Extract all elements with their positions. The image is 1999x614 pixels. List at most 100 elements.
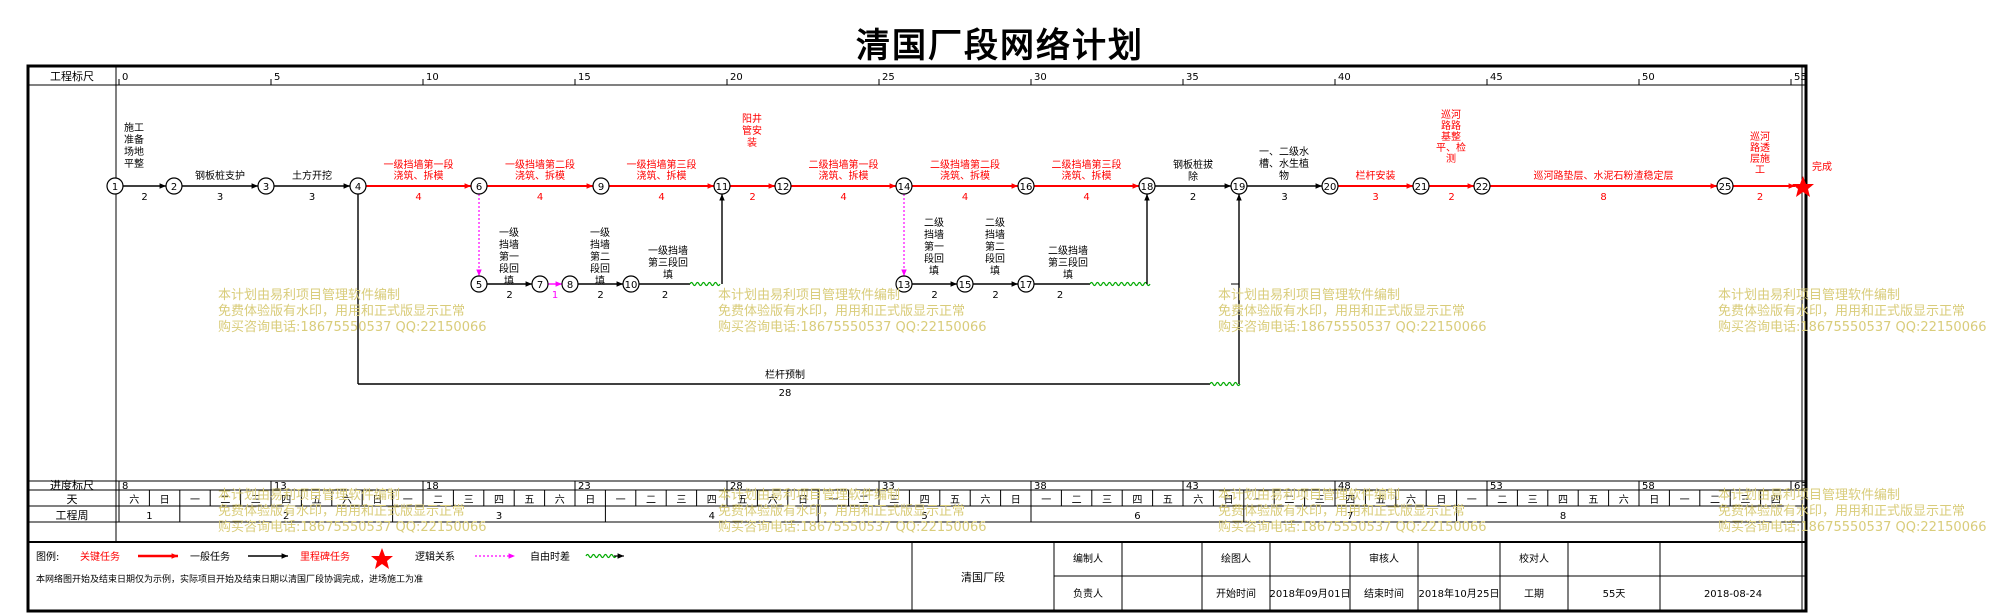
task-name: 栏杆预制	[765, 368, 805, 381]
weekday-cell: 二	[1284, 495, 1294, 506]
task-duration: 3	[1372, 192, 1378, 203]
legend-normal-label: 一般任务	[190, 550, 230, 563]
task-name: 二级	[985, 217, 1005, 229]
node-circle	[1017, 275, 1035, 293]
watermark-line: 本计划由易利项目管理软件编制	[718, 288, 901, 303]
task-name: 浇筑、拆模	[637, 169, 687, 182]
weekday-cell: 二	[646, 495, 656, 506]
task-name: 路透	[1750, 141, 1770, 154]
task-name: 浇筑、拆模	[394, 169, 444, 182]
weekday-cell: 六	[129, 494, 139, 506]
week-cell: 1	[146, 511, 152, 522]
node-id: 8	[567, 280, 573, 291]
node-id: 14	[898, 182, 911, 193]
end-label: 结束时间	[1364, 587, 1404, 600]
task-name: 第二	[985, 240, 1005, 253]
watermark: 本计划由易利项目管理软件编制 免费体验版有水印，用用和正式版显示正常 购买咨询电…	[1718, 288, 1987, 336]
task-duration: 4	[658, 192, 664, 203]
scale-tick: 10	[426, 72, 439, 83]
week-cell: 5	[921, 511, 927, 522]
watermark-line: 购买咨询电话:18675550537 QQ:22150066	[1218, 520, 1487, 535]
legend-logic-label: 逻辑关系	[415, 550, 455, 563]
node-circle	[349, 177, 367, 195]
week-cell: 6	[1134, 511, 1140, 522]
arrow-head	[586, 183, 593, 189]
arrow-head	[555, 281, 562, 287]
weekday-cell: 三	[1740, 495, 1750, 506]
node-circle	[165, 177, 183, 195]
task-name: 阳井	[742, 112, 762, 125]
progress-label: 进度标尺	[50, 478, 94, 492]
arrow-head	[889, 183, 896, 189]
task-name: 基整	[1441, 130, 1461, 143]
arrow-head	[281, 553, 288, 559]
weekday-cell: 六	[1619, 494, 1629, 506]
arrow-head	[617, 553, 624, 559]
weekday-cell: 二	[220, 495, 230, 506]
legend-critical-label: 关键任务	[80, 550, 120, 563]
weekday-cell: 六	[1193, 494, 1203, 506]
end-value: 2018年10月25日	[1419, 587, 1500, 600]
week-cell: 7	[1347, 511, 1353, 522]
legend-float-label: 自由时差	[530, 550, 570, 563]
task-name: 浇筑、拆模	[940, 169, 990, 182]
scale-tick: 50	[1642, 72, 1655, 83]
task-name: 第一	[499, 250, 519, 263]
task-name: 浇筑、拆模	[1062, 169, 1112, 182]
task-name: 第三段回	[648, 256, 688, 269]
weekday-cell: 一	[1680, 495, 1690, 506]
weekday-cell: 日	[798, 495, 808, 506]
weekday-cell: 五	[1163, 495, 1173, 506]
task-name: 填	[929, 264, 939, 277]
node-id: 2	[171, 182, 177, 193]
scale-label: 工程标尺	[50, 69, 94, 83]
arrow-head	[1236, 194, 1242, 201]
watermark-line: 本计划由易利项目管理软件编制	[218, 488, 401, 503]
weekday-cell: 四	[1132, 495, 1142, 506]
task-name: 测	[1446, 152, 1456, 165]
legend-note: 本网络图开始及结束日期仅为示例，实际项目开始及结束日期以清国厂段协调完成，进场施…	[36, 573, 423, 585]
task-name: 工	[1755, 165, 1765, 176]
task-name: 层施	[1750, 152, 1770, 165]
node-circle	[1473, 177, 1491, 195]
task-name: 槽、水生植	[1259, 157, 1309, 170]
watermark-line: 本计划由易利项目管理软件编制	[1718, 488, 1901, 503]
weekday-cell: 日	[1224, 495, 1234, 506]
watermark-line: 本计划由易利项目管理软件编制	[718, 488, 901, 503]
scale-tick: 45	[1490, 72, 1503, 83]
arrow-head	[950, 281, 957, 287]
node-circle	[470, 177, 488, 195]
weekday-cell: 二	[1710, 495, 1720, 506]
task-name: 填	[1063, 268, 1073, 281]
task-duration: 2	[931, 290, 937, 301]
watermark: 本计划由易利项目管理软件编制 免费体验版有水印，用用和正式版显示正常 购买咨询电…	[718, 288, 987, 336]
task-name: 浇筑、拆模	[515, 169, 565, 182]
plan-date: 2018-08-24	[1704, 589, 1762, 600]
scale-tick: 5	[274, 72, 280, 83]
node-id: 15	[959, 280, 972, 291]
node-id: 19	[1233, 182, 1246, 193]
arrow-head	[476, 269, 482, 276]
task-duration: 2	[662, 290, 668, 301]
task-name: 填	[595, 274, 605, 287]
task-name: 施工	[124, 121, 144, 134]
progress-tick: 38	[1034, 481, 1047, 492]
node-id: 20	[1324, 182, 1337, 193]
week-cell: 2	[283, 511, 289, 522]
node-id: 4	[355, 182, 361, 193]
task-name: 填	[990, 264, 1000, 277]
task-name: 巡河	[1750, 131, 1770, 143]
progress-tick: 58	[1642, 481, 1655, 492]
weekday-cell: 三	[1315, 495, 1325, 506]
task-name: 第二	[590, 250, 610, 263]
scale-tick: 25	[882, 72, 895, 83]
watermark-line: 免费体验版有水印，用用和正式版显示正常	[1218, 504, 1466, 519]
arrow-head	[616, 281, 623, 287]
task-name: 钢板桩拔	[1173, 158, 1213, 171]
float-wave	[1089, 281, 1151, 287]
period-label: 工期	[1524, 588, 1544, 600]
task-name: 一级挡墙第一段	[384, 158, 454, 171]
arrow-head	[768, 183, 775, 189]
task-duration: 3	[1281, 192, 1287, 203]
task-name: 挡墙	[985, 228, 1005, 241]
